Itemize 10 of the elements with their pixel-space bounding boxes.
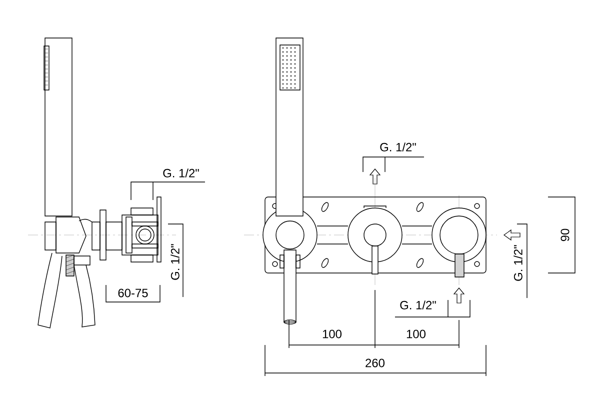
dimension-label: 100 xyxy=(322,330,342,338)
dimension-label: G. 1/2" xyxy=(163,168,199,178)
dimension-label: G. 1/2" xyxy=(514,245,522,281)
dimension-label: 90 xyxy=(560,228,570,242)
dimension-label: 100 xyxy=(406,330,426,338)
dimension-label: G. 1/2" xyxy=(400,300,436,310)
dimension-label: 60-75 xyxy=(118,288,148,298)
dimension-label: 260 xyxy=(366,358,385,368)
dimension-label: G. 1/2" xyxy=(380,142,416,152)
dimension-label: G. 1/2" xyxy=(170,244,180,280)
